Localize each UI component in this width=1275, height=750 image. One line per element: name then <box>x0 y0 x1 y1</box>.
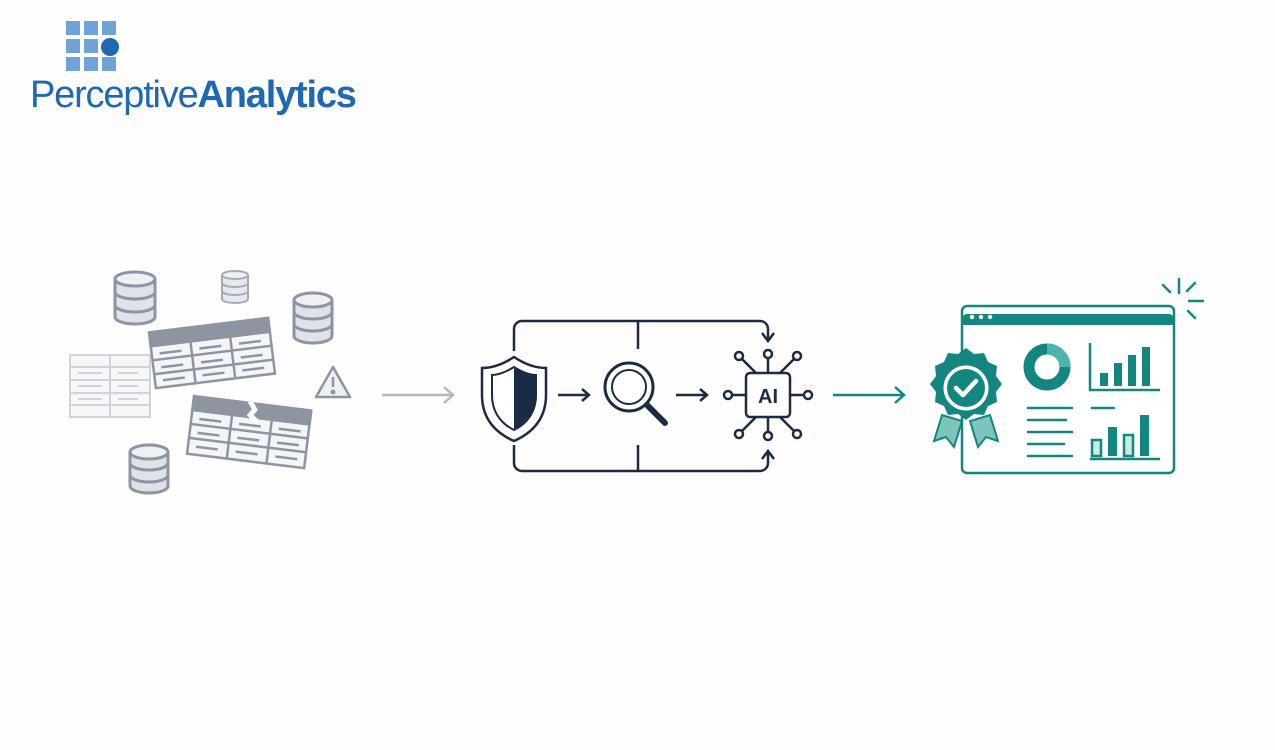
pipeline-arrow-1 <box>558 388 591 402</box>
arrow-to-dashboard <box>833 386 906 404</box>
broken-table-icon <box>185 394 313 470</box>
donut-chart-icon <box>1023 343 1071 391</box>
ai-chip-label: AI <box>758 386 778 408</box>
dashboard-window <box>960 304 1176 475</box>
logo-grid-icon <box>66 21 119 71</box>
sparkle-icon <box>1161 277 1205 320</box>
database-icon <box>292 291 334 345</box>
database-icon <box>113 270 157 326</box>
database-icon <box>221 270 249 304</box>
award-badge-icon <box>930 348 1002 450</box>
pipeline-bracket-bottom <box>512 445 775 473</box>
certified-dashboard-stage <box>930 277 1205 475</box>
magnifier-icon <box>603 361 668 426</box>
bar-chart-icon <box>1090 415 1160 461</box>
text-lines-icon <box>1026 406 1116 458</box>
brand-name: PerceptiveAnalytics <box>30 74 357 116</box>
database-icon <box>128 443 170 495</box>
shield-icon <box>480 355 548 443</box>
pipeline-bracket-top <box>512 319 775 351</box>
brand-name-bold: Analytics <box>197 74 357 116</box>
data-governance-diagram: AI <box>0 255 1275 515</box>
warning-icon <box>314 365 352 399</box>
brand-name-light: Perceptive <box>30 74 199 116</box>
bar-chart-icon <box>1088 343 1160 392</box>
faded-table-icon <box>69 354 151 418</box>
arrow-to-pipeline <box>382 386 455 404</box>
governance-pipeline-stage: AI <box>480 319 814 473</box>
pipeline-arrow-2 <box>676 388 709 402</box>
table-icon <box>147 316 277 390</box>
brand-logo: PerceptiveAnalytics <box>30 18 357 118</box>
ai-chip-icon: AI <box>722 348 814 442</box>
fragmented-data-stage <box>69 270 352 495</box>
